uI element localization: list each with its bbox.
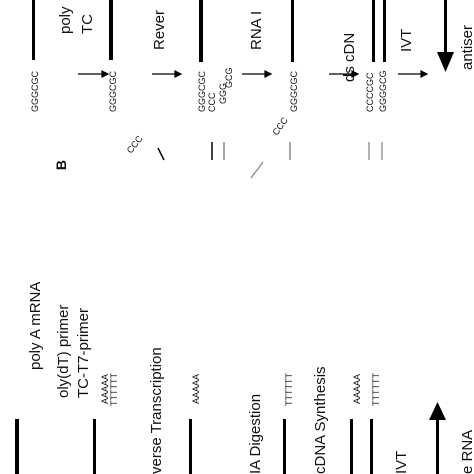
arrow-b1-icon bbox=[78, 70, 110, 78]
seq-b1: GGGCGC bbox=[30, 70, 40, 112]
seq-b3a: GGGCGC bbox=[197, 70, 207, 112]
panel-a-step-2: oly(dT) primer bbox=[55, 305, 72, 398]
strand-b5a bbox=[372, 0, 375, 62]
primer-tail-b2 bbox=[157, 147, 165, 161]
seq-b2b: GGGCGC bbox=[108, 70, 118, 112]
panel-a-step-8: e RNA bbox=[459, 430, 474, 474]
panel-b-step-7: antiser bbox=[459, 25, 474, 70]
panel-a-step-1: poly A mRNA bbox=[27, 282, 44, 370]
seq-b5b: GGGGCG bbox=[378, 70, 388, 112]
seq-c-a: TTTTTT bbox=[284, 373, 294, 406]
panel-a-step-5: IA Digestion bbox=[247, 394, 264, 474]
strand-a5a bbox=[350, 419, 353, 474]
panel-b-step-4: RNA I bbox=[248, 11, 265, 50]
seq-b3c: GGG bbox=[218, 83, 228, 104]
arrow-antisense-a-icon bbox=[429, 402, 446, 474]
panel-b-step-1: poly bbox=[57, 6, 74, 34]
panel-b-label: B bbox=[53, 160, 69, 170]
strand-b4 bbox=[291, 0, 294, 62]
panel-b-step-5: ds cDN bbox=[341, 33, 358, 82]
strand-a1 bbox=[15, 419, 19, 474]
arrow-b4-icon bbox=[329, 70, 360, 78]
panel-a-step-7: IVT bbox=[393, 451, 410, 474]
strand-b5b bbox=[383, 0, 386, 62]
strand-a4 bbox=[283, 419, 286, 474]
seq-b5a: CCCCGC bbox=[365, 72, 375, 112]
arrow-b5-icon bbox=[398, 70, 429, 78]
panel-a-step-3: TC-T7-primer bbox=[75, 308, 92, 398]
seq-a2: TTTTTT bbox=[109, 373, 119, 406]
arrow-b2-icon bbox=[152, 70, 183, 78]
panel-b-step-2: TC bbox=[79, 14, 96, 34]
seq-b4b: GGGCGC bbox=[289, 70, 299, 112]
arrow-b3-icon bbox=[242, 70, 273, 78]
seq-b2a: CCC bbox=[125, 133, 145, 155]
strand-a5b bbox=[370, 419, 373, 474]
primer-tail-b4 bbox=[250, 161, 264, 179]
panel-b-step-6: IVT bbox=[398, 29, 415, 52]
panel-b-step-3: Rever bbox=[151, 10, 168, 50]
seq-b-a: AAAAA bbox=[191, 374, 201, 404]
strand-a2 bbox=[93, 419, 96, 474]
seq-d2: TTTTTT bbox=[371, 373, 381, 406]
panel-a-step-6: cDNA Synthesis bbox=[312, 366, 329, 474]
strand-b2 bbox=[109, 0, 113, 60]
seq-b4a: CCC bbox=[270, 115, 290, 137]
seq-b3b: CCC bbox=[207, 92, 217, 112]
strand-b3 bbox=[199, 0, 203, 62]
strand-b1 bbox=[32, 0, 35, 60]
panel-a-step-4: verse Transcription bbox=[148, 347, 165, 474]
arrow-antisense-icon bbox=[437, 0, 454, 72]
seq-a1: AAAAA bbox=[100, 374, 110, 404]
seq-d1: AAAAA bbox=[352, 374, 362, 404]
seq-b3d: GCG bbox=[224, 67, 234, 88]
strand-a3 bbox=[189, 419, 192, 474]
